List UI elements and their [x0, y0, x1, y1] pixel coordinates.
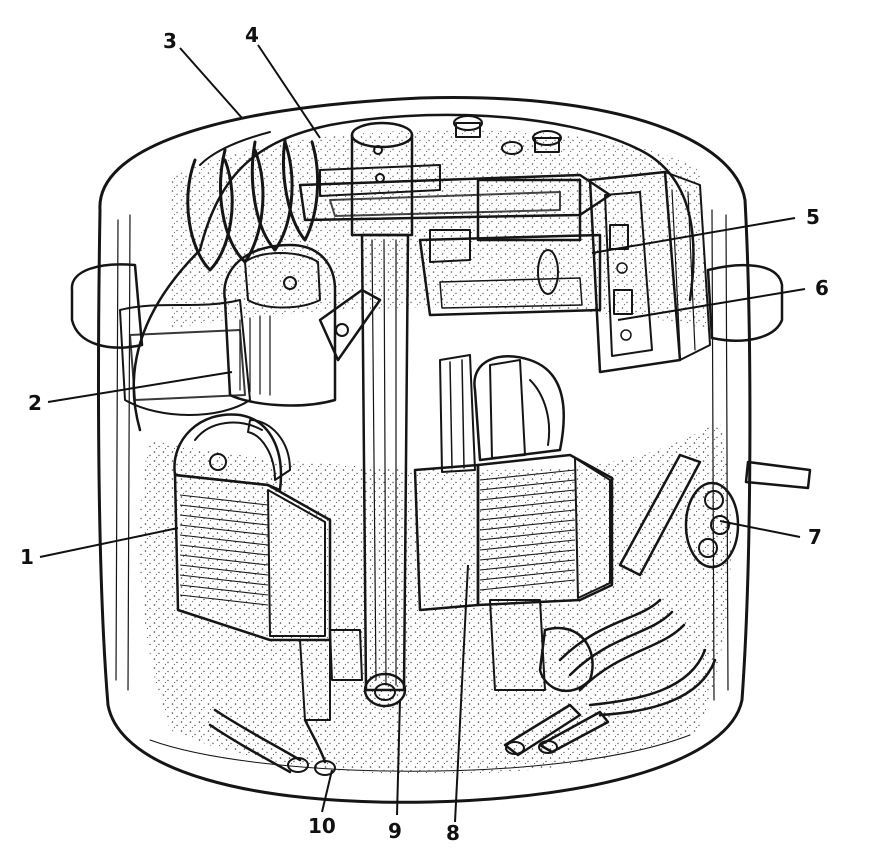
callout-9: 9	[388, 699, 402, 843]
callout-6: 6	[617, 276, 829, 321]
svg-text:1: 1	[20, 545, 34, 569]
mounting-flange-left	[70, 263, 144, 349]
callout-3: 3	[163, 29, 243, 119]
svg-text:4: 4	[245, 23, 259, 47]
valve-plate-assembly	[298, 115, 612, 317]
svg-text:2: 2	[28, 391, 42, 415]
wiring-leads	[208, 598, 717, 776]
callout-2: 2	[28, 371, 233, 415]
relay-terminal-box	[588, 170, 711, 374]
cylinder-head	[223, 243, 337, 407]
svg-text:5: 5	[806, 205, 820, 229]
rotor	[413, 354, 480, 612]
callout-4: 4	[245, 23, 321, 139]
svg-text:7: 7	[808, 525, 822, 549]
svg-text:9: 9	[388, 819, 402, 843]
svg-text:6: 6	[815, 276, 829, 300]
svg-text:10: 10	[308, 814, 336, 838]
callout-5: 5	[591, 205, 820, 254]
callout-8: 8	[446, 564, 469, 845]
lower-winding	[299, 599, 594, 721]
svg-text:3: 3	[163, 29, 177, 53]
callout-7: 7	[719, 520, 822, 549]
mounting-flange-right	[706, 263, 784, 342]
callout-10: 10	[308, 769, 336, 838]
svg-text:8: 8	[446, 821, 460, 845]
callout-1: 1	[20, 527, 179, 569]
crankshaft	[318, 121, 471, 708]
